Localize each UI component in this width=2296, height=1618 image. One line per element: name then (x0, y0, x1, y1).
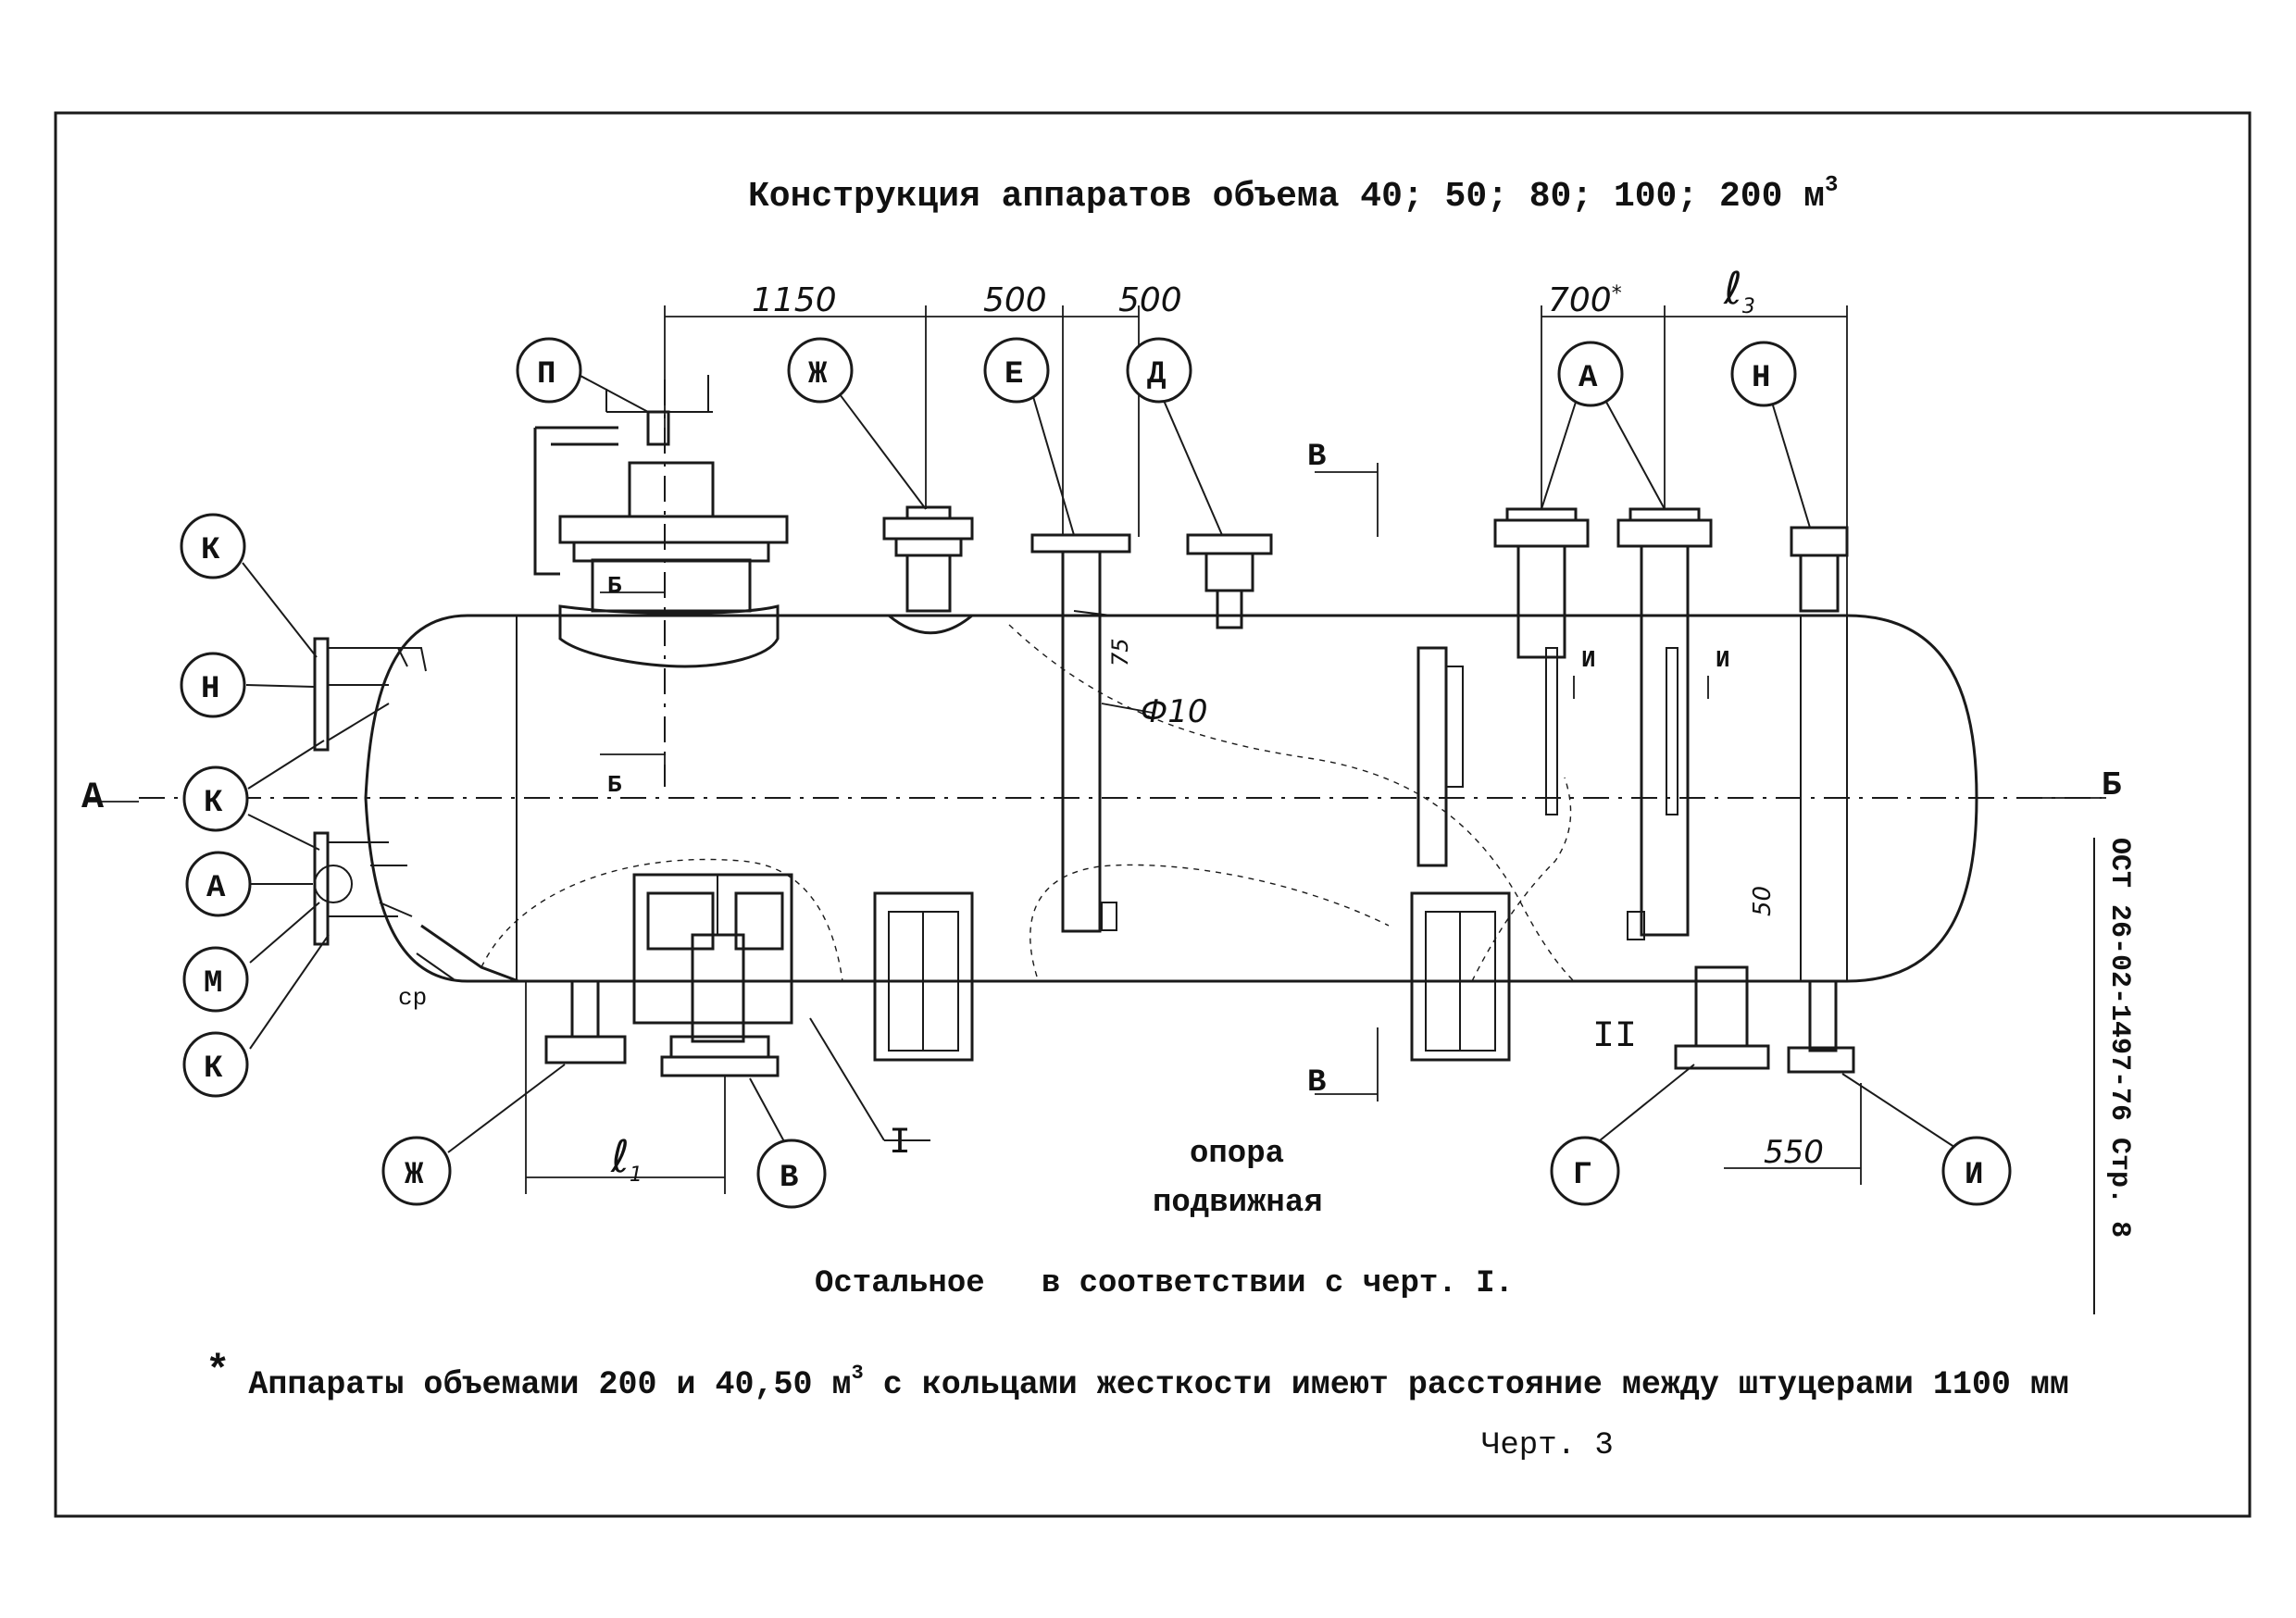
drawing-title: Конструкция аппаратов объема 40; 50; 80;… (748, 173, 1838, 217)
nozzle-g-bottom (1674, 965, 1770, 1070)
svg-text:500: 500 (983, 281, 1047, 319)
svg-text:75: 75 (1107, 638, 1133, 666)
svg-text:И: И (1965, 1158, 1983, 1193)
nozzle-v-bottom (632, 873, 793, 1077)
svg-text:И: И (1581, 646, 1596, 674)
callout-leaders (242, 367, 1964, 1156)
support-label-1: опора (1190, 1137, 1284, 1172)
svg-text:Б: Б (607, 572, 622, 600)
svg-text:М: М (204, 966, 222, 1002)
svg-text:В: В (1307, 1065, 1326, 1101)
svg-text:Б: Б (2102, 766, 2122, 804)
dimension-texts: 1150 500 500 700* ℓ3 ℓ1 550 Ф10 75 50 (610, 263, 1824, 1187)
svg-text:Ф10: Ф10 (1141, 693, 1208, 730)
svg-text:II: II (1592, 1016, 1637, 1058)
nozzle-d (1186, 533, 1273, 629)
support-1 (873, 891, 974, 1062)
internal-baffle (1416, 646, 1464, 867)
dimension-lines (88, 305, 2106, 1194)
support-label-2: подвижная (1153, 1186, 1323, 1221)
svg-text:К: К (201, 533, 220, 568)
svg-text:Н: Н (201, 672, 219, 707)
svg-text:700*: 700* (1548, 281, 1622, 319)
nozzle-zh-bottom (544, 979, 627, 1064)
vessel-shell (139, 614, 2102, 983)
nozzle-n-right (1790, 526, 1849, 981)
svg-text:ℓ3: ℓ3 (1723, 263, 1755, 318)
nozzle-i-bottom (1787, 979, 1855, 1074)
svg-text:Ж: Ж (808, 357, 828, 392)
svg-text:500: 500 (1118, 281, 1182, 319)
svg-text:Д: Д (1147, 357, 1166, 392)
svg-text:Н: Н (1752, 361, 1770, 396)
sheet-label: Черт. 3 (1481, 1428, 1614, 1463)
nozzles-a-pair (1493, 507, 1713, 940)
nozzle-zh-top (882, 505, 977, 635)
svg-text:I: I (889, 1123, 911, 1164)
svg-text:Е: Е (1004, 357, 1023, 392)
svg-text:550: 550 (1764, 1134, 1824, 1171)
svg-text:К: К (204, 1052, 223, 1087)
svg-text:Ж: Ж (405, 1158, 424, 1193)
svg-text:А: А (206, 871, 226, 906)
svg-text:И: И (1716, 646, 1730, 674)
callout-circles: П Ж Е Д А Н К Н К А М К Ж В Г И (180, 337, 2012, 1209)
svg-text:А: А (1578, 361, 1598, 396)
svg-text:Г: Г (1573, 1158, 1591, 1193)
nozzle-e (1030, 533, 1131, 933)
footnote: *Аппараты объемами 200 и 40,50 м3 с коль… (206, 1349, 2069, 1403)
svg-text:1150: 1150 (752, 281, 837, 319)
svg-text:В: В (780, 1161, 798, 1196)
section-marks: А Б В В Б Б И И I II (81, 440, 2122, 1164)
svg-text:Б: Б (607, 771, 622, 799)
svg-text:К: К (204, 786, 223, 821)
sheet-frame (54, 111, 2252, 1518)
support-2-movable (1410, 891, 1511, 1062)
svg-text:А: А (81, 778, 104, 819)
svg-text:П: П (537, 357, 555, 392)
side-stamp: ОСТ 26-02-1497-76 Стр. 8 (2103, 838, 2135, 1238)
svg-text:ср: ср (398, 984, 427, 1012)
note-rest: Остальное в соответствии с черт. I. (815, 1266, 1514, 1301)
manhole-top (533, 375, 789, 787)
svg-text:50: 50 (1749, 886, 1777, 916)
svg-text:В: В (1307, 440, 1326, 475)
svg-text:ℓ1: ℓ1 (610, 1131, 643, 1187)
